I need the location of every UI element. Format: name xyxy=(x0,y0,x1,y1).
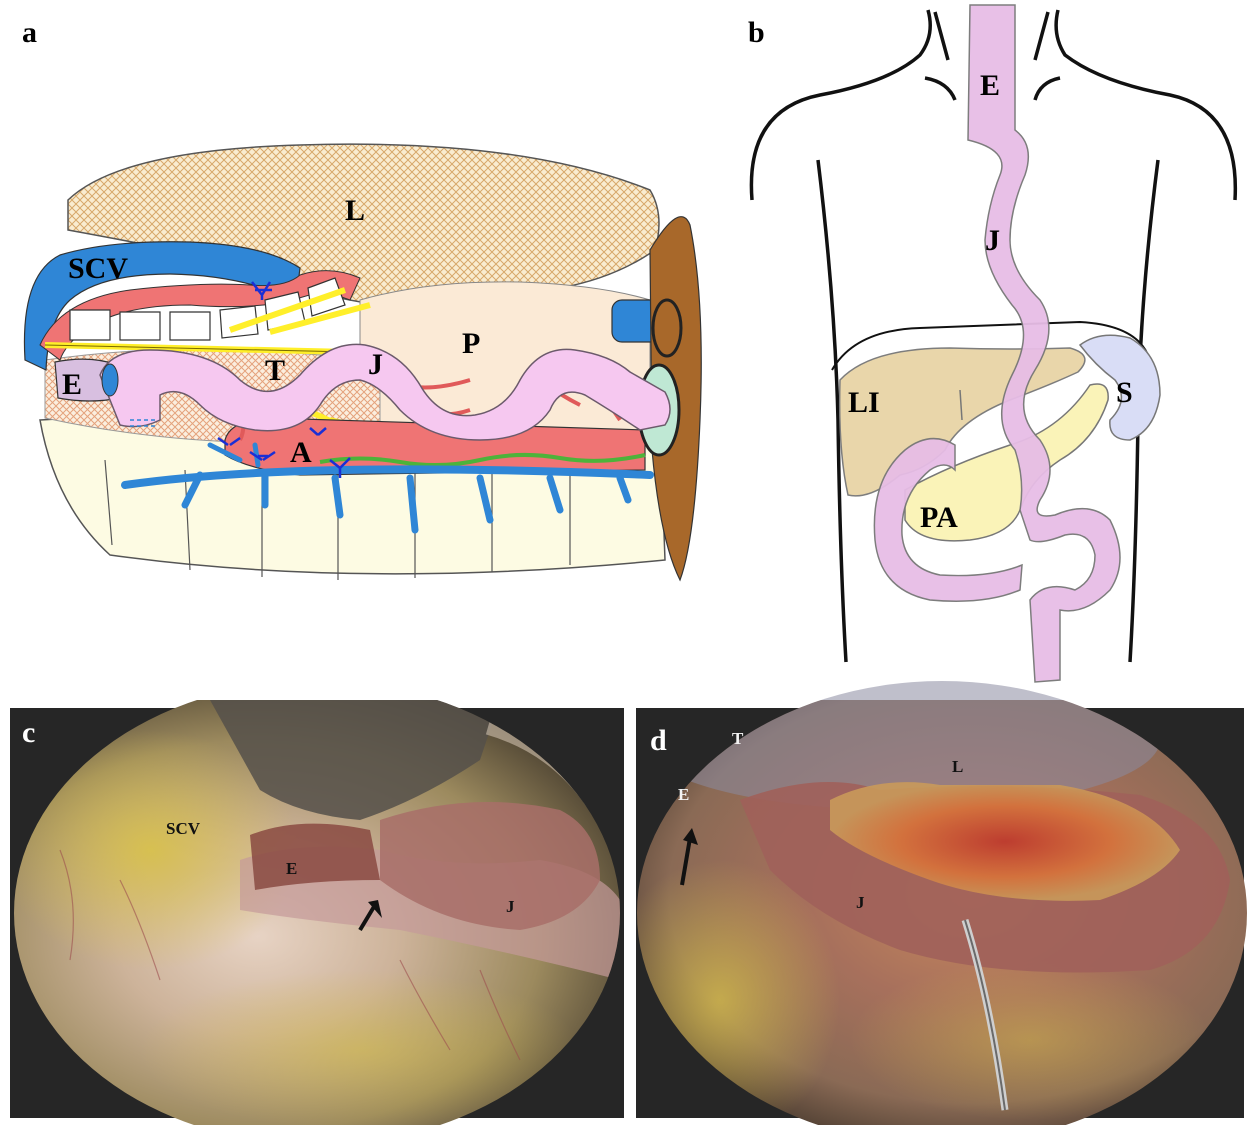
photo-c-view xyxy=(0,700,630,1125)
panel-b: b LI S PA E J xyxy=(748,5,1235,682)
label-d-L: L xyxy=(952,757,963,776)
label-c-E: E xyxy=(286,859,297,878)
label-d-E: E xyxy=(678,785,689,804)
label-b-J: J xyxy=(985,224,1000,257)
label-a-L: L xyxy=(345,194,365,227)
label-a-E: E xyxy=(62,368,82,401)
label-c-J: J xyxy=(506,897,515,916)
panel-letter-d: d xyxy=(650,724,667,757)
label-b-S: S xyxy=(1116,376,1133,409)
panel-letter-c: c xyxy=(22,716,35,749)
panel-c: c SCV E J xyxy=(0,700,630,1125)
label-b-E: E xyxy=(980,69,1000,102)
label-d-T: T xyxy=(732,729,744,748)
label-b-PA: PA xyxy=(920,501,958,534)
panel-letter-a: a xyxy=(22,16,37,49)
panel-d: d T L E J xyxy=(600,670,1250,1125)
label-a-J: J xyxy=(368,348,383,381)
label-c-SCV: SCV xyxy=(166,819,201,838)
label-b-LI: LI xyxy=(848,386,880,419)
jejunum-end xyxy=(102,364,118,396)
label-a-A: A xyxy=(290,436,312,469)
panel-letter-b: b xyxy=(748,16,765,49)
label-a-P: P xyxy=(462,327,480,360)
label-d-J: J xyxy=(856,893,865,912)
panel-a: a L P SCV A xyxy=(22,16,701,580)
label-a-T: T xyxy=(265,354,285,387)
label-a-SCV: SCV xyxy=(68,252,128,285)
